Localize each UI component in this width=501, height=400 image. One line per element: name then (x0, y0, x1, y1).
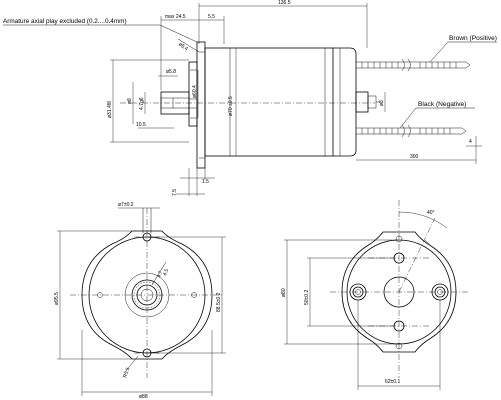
shaft-dia-label: ø8 (127, 98, 133, 104)
pilot-dia-label: ø31.4f8 (107, 101, 113, 118)
flange-offset-label: 5.5 (208, 14, 215, 20)
front-view: ø7±0.2 ø95.5 88.5±0.2 4.7 4.5 R5.5 ø88 (54, 202, 226, 400)
front-width-label: ø88 (139, 394, 148, 400)
rear-view: 40° ø80 50±0.2 62±0.1 (281, 200, 468, 390)
front-flange-outline (81, 230, 213, 360)
rear-outline (341, 231, 457, 353)
hub-dim-label: 4.7 (156, 270, 164, 279)
hub-dim2-label: 4.5 (162, 268, 170, 277)
terminal-block (355, 91, 369, 113)
overall-length-label: 136.5 (278, 0, 291, 6)
rear-bolt-circle-label: 50±0.2 (304, 290, 310, 305)
rear-height-label: ø80 (281, 288, 287, 297)
flange-dia-label: ø60.4 (192, 85, 198, 98)
negative-wire-label: Black (Negative) (418, 101, 466, 108)
end-cap (333, 47, 357, 157)
flange-max-label: max 24.5 (165, 14, 186, 20)
base-thickness-label: 7.5 (172, 189, 178, 196)
pin-length-label: 10.5 (136, 122, 146, 128)
front-height-label: ø95.5 (54, 292, 60, 305)
wire-end-label: 4 (469, 139, 472, 145)
shaft-spec-b-label: ø5.8 (166, 69, 176, 75)
corner-radius-label: R5.5 (122, 367, 131, 379)
positive-wire (356, 58, 471, 72)
shaft-spec-a-label: 4.7g6 (139, 97, 145, 110)
terminal-dim-label: ø8 (379, 100, 385, 106)
side-view: 136.5 max 24.5 5.5 ø5.4 ø70 ±0.5 (107, 0, 497, 196)
angle-label: 40° (427, 210, 435, 216)
bolt-dia-label: ø7±0.2 (118, 202, 134, 208)
bolt-spacing-label: 88.5±0.2 (216, 292, 222, 312)
positive-wire-label: Brown (Positive) (449, 35, 497, 42)
axial-play-note: Armature axial play excluded (0.2....0.4… (3, 18, 127, 25)
flange-thickness-label: 1.5 (202, 179, 209, 185)
negative-wire (356, 124, 467, 138)
rear-hole-spacing-label: 62±0.1 (385, 379, 400, 385)
motor-body (204, 47, 334, 157)
body-dia-label: ø70 ±0.5 (228, 96, 234, 116)
wire-length-label: 300 (410, 154, 419, 160)
hole-spec-label: ø5.4 (177, 42, 189, 53)
